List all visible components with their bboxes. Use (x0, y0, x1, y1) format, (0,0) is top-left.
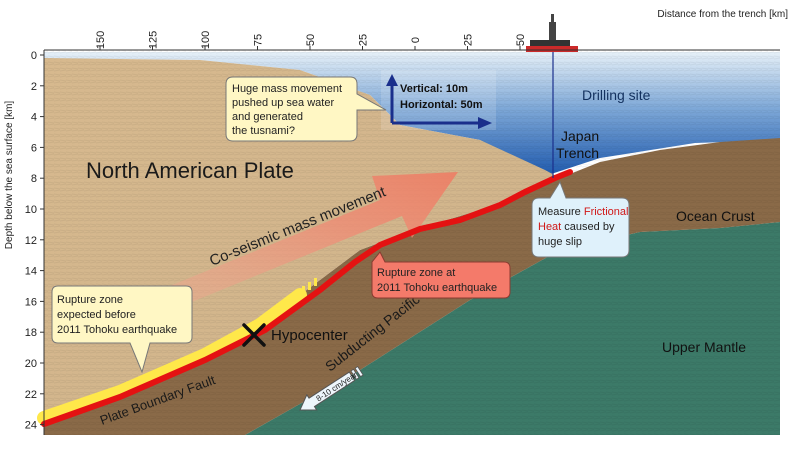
expected-rupture-line-1: Rupture zone (57, 294, 123, 306)
rupture-2011-line-2: 2011 Tohoku earthquake (377, 282, 497, 294)
top-tick-label: 150 (95, 31, 107, 49)
left-tick-label: 8 (31, 173, 37, 185)
mass-movement-line-1: Huge mass movement (232, 83, 342, 95)
japan-trench-label-1: Japan (561, 128, 599, 144)
rupture-2011-zone (41, 169, 573, 427)
hypocenter-label: Hypocenter (271, 327, 348, 344)
japan-trench-label-2: Trench (556, 145, 599, 161)
yellow-marks (302, 278, 317, 294)
expected-rupture-zone (37, 288, 307, 425)
scale-indicator: Vertical: 10m Horizontal: 50m (381, 70, 496, 130)
ocean-crust-label: Ocean Crust (676, 208, 755, 224)
scale-horizontal-label: Horizontal: 50m (400, 99, 483, 111)
measure-line-2: Heat caused by (538, 221, 615, 233)
mass-movement-line-3: and generated (232, 111, 303, 123)
rupture-2011-line-1: Rupture zone at (377, 267, 455, 279)
measure-line-1: Measure Frictional (538, 206, 628, 218)
top-axis-label: Distance from the trench [km] (657, 9, 788, 20)
caused-by-word: caused by (561, 221, 615, 233)
top-tick-label: 75 (253, 34, 265, 46)
top-tick-label: 25 (358, 34, 370, 46)
north-american-plate-label: North American Plate (86, 158, 294, 183)
left-tick-label: 2 (31, 81, 37, 93)
measure-line-3: huge slip (538, 236, 582, 248)
drilling-site-label: Drilling site (582, 87, 651, 103)
top-tick-label: 25 (463, 34, 475, 46)
hypocenter-marker (242, 323, 266, 347)
left-tick-label: 24 (25, 420, 37, 432)
top-tick-label: 125 (148, 31, 160, 49)
left-tick-label: 14 (25, 266, 37, 278)
top-tick-label: 50 (515, 34, 527, 46)
left-tick-label: 16 (25, 296, 37, 308)
measure-word: Measure (538, 206, 584, 218)
left-tick-label: 0 (31, 50, 37, 62)
heat-word: Heat (538, 221, 561, 233)
measure-heat-callout: Measure Frictional Heat caused by huge s… (531, 180, 630, 258)
expected-rupture-line-3: 2011 Tohoku earthquake (57, 324, 177, 336)
coseismic-arrow (160, 172, 458, 306)
upper-mantle-label: Upper Mantle (662, 339, 746, 355)
frictional-word: Frictional (584, 206, 629, 218)
left-tick-label: 10 (25, 204, 37, 216)
mass-movement-callout: Huge mass movement pushed up sea water a… (225, 76, 387, 142)
left-axis-label: Depth below the sea surface [km] (4, 101, 15, 250)
left-tick-label: 20 (25, 358, 37, 370)
mass-movement-line-2: pushed up sea water (232, 97, 334, 109)
expected-rupture-callout: Rupture zone expected before 2011 Tohoku… (51, 285, 193, 374)
drilling-ship-icon (526, 14, 578, 52)
mass-movement-line-4: the tusnami? (232, 125, 295, 137)
top-tick-label: 0 (410, 37, 422, 43)
rupture-2011-callout: Rupture zone at 2011 Tohoku earthquake (371, 251, 511, 299)
scale-vertical-label: Vertical: 10m (400, 83, 468, 95)
left-tick-label: 12 (25, 235, 37, 247)
left-tick-label: 4 (31, 112, 37, 124)
expected-rupture-line-2: expected before (57, 309, 136, 321)
top-tick-label: 100 (200, 31, 212, 49)
top-tick-label: 50 (305, 34, 317, 46)
left-tick-label: 6 (31, 142, 37, 154)
left-tick-label: 18 (25, 327, 37, 339)
left-tick-label: 22 (25, 389, 37, 401)
top-axis-ticks: 150 125 100 75 50 25 0 25 50 (95, 31, 527, 50)
